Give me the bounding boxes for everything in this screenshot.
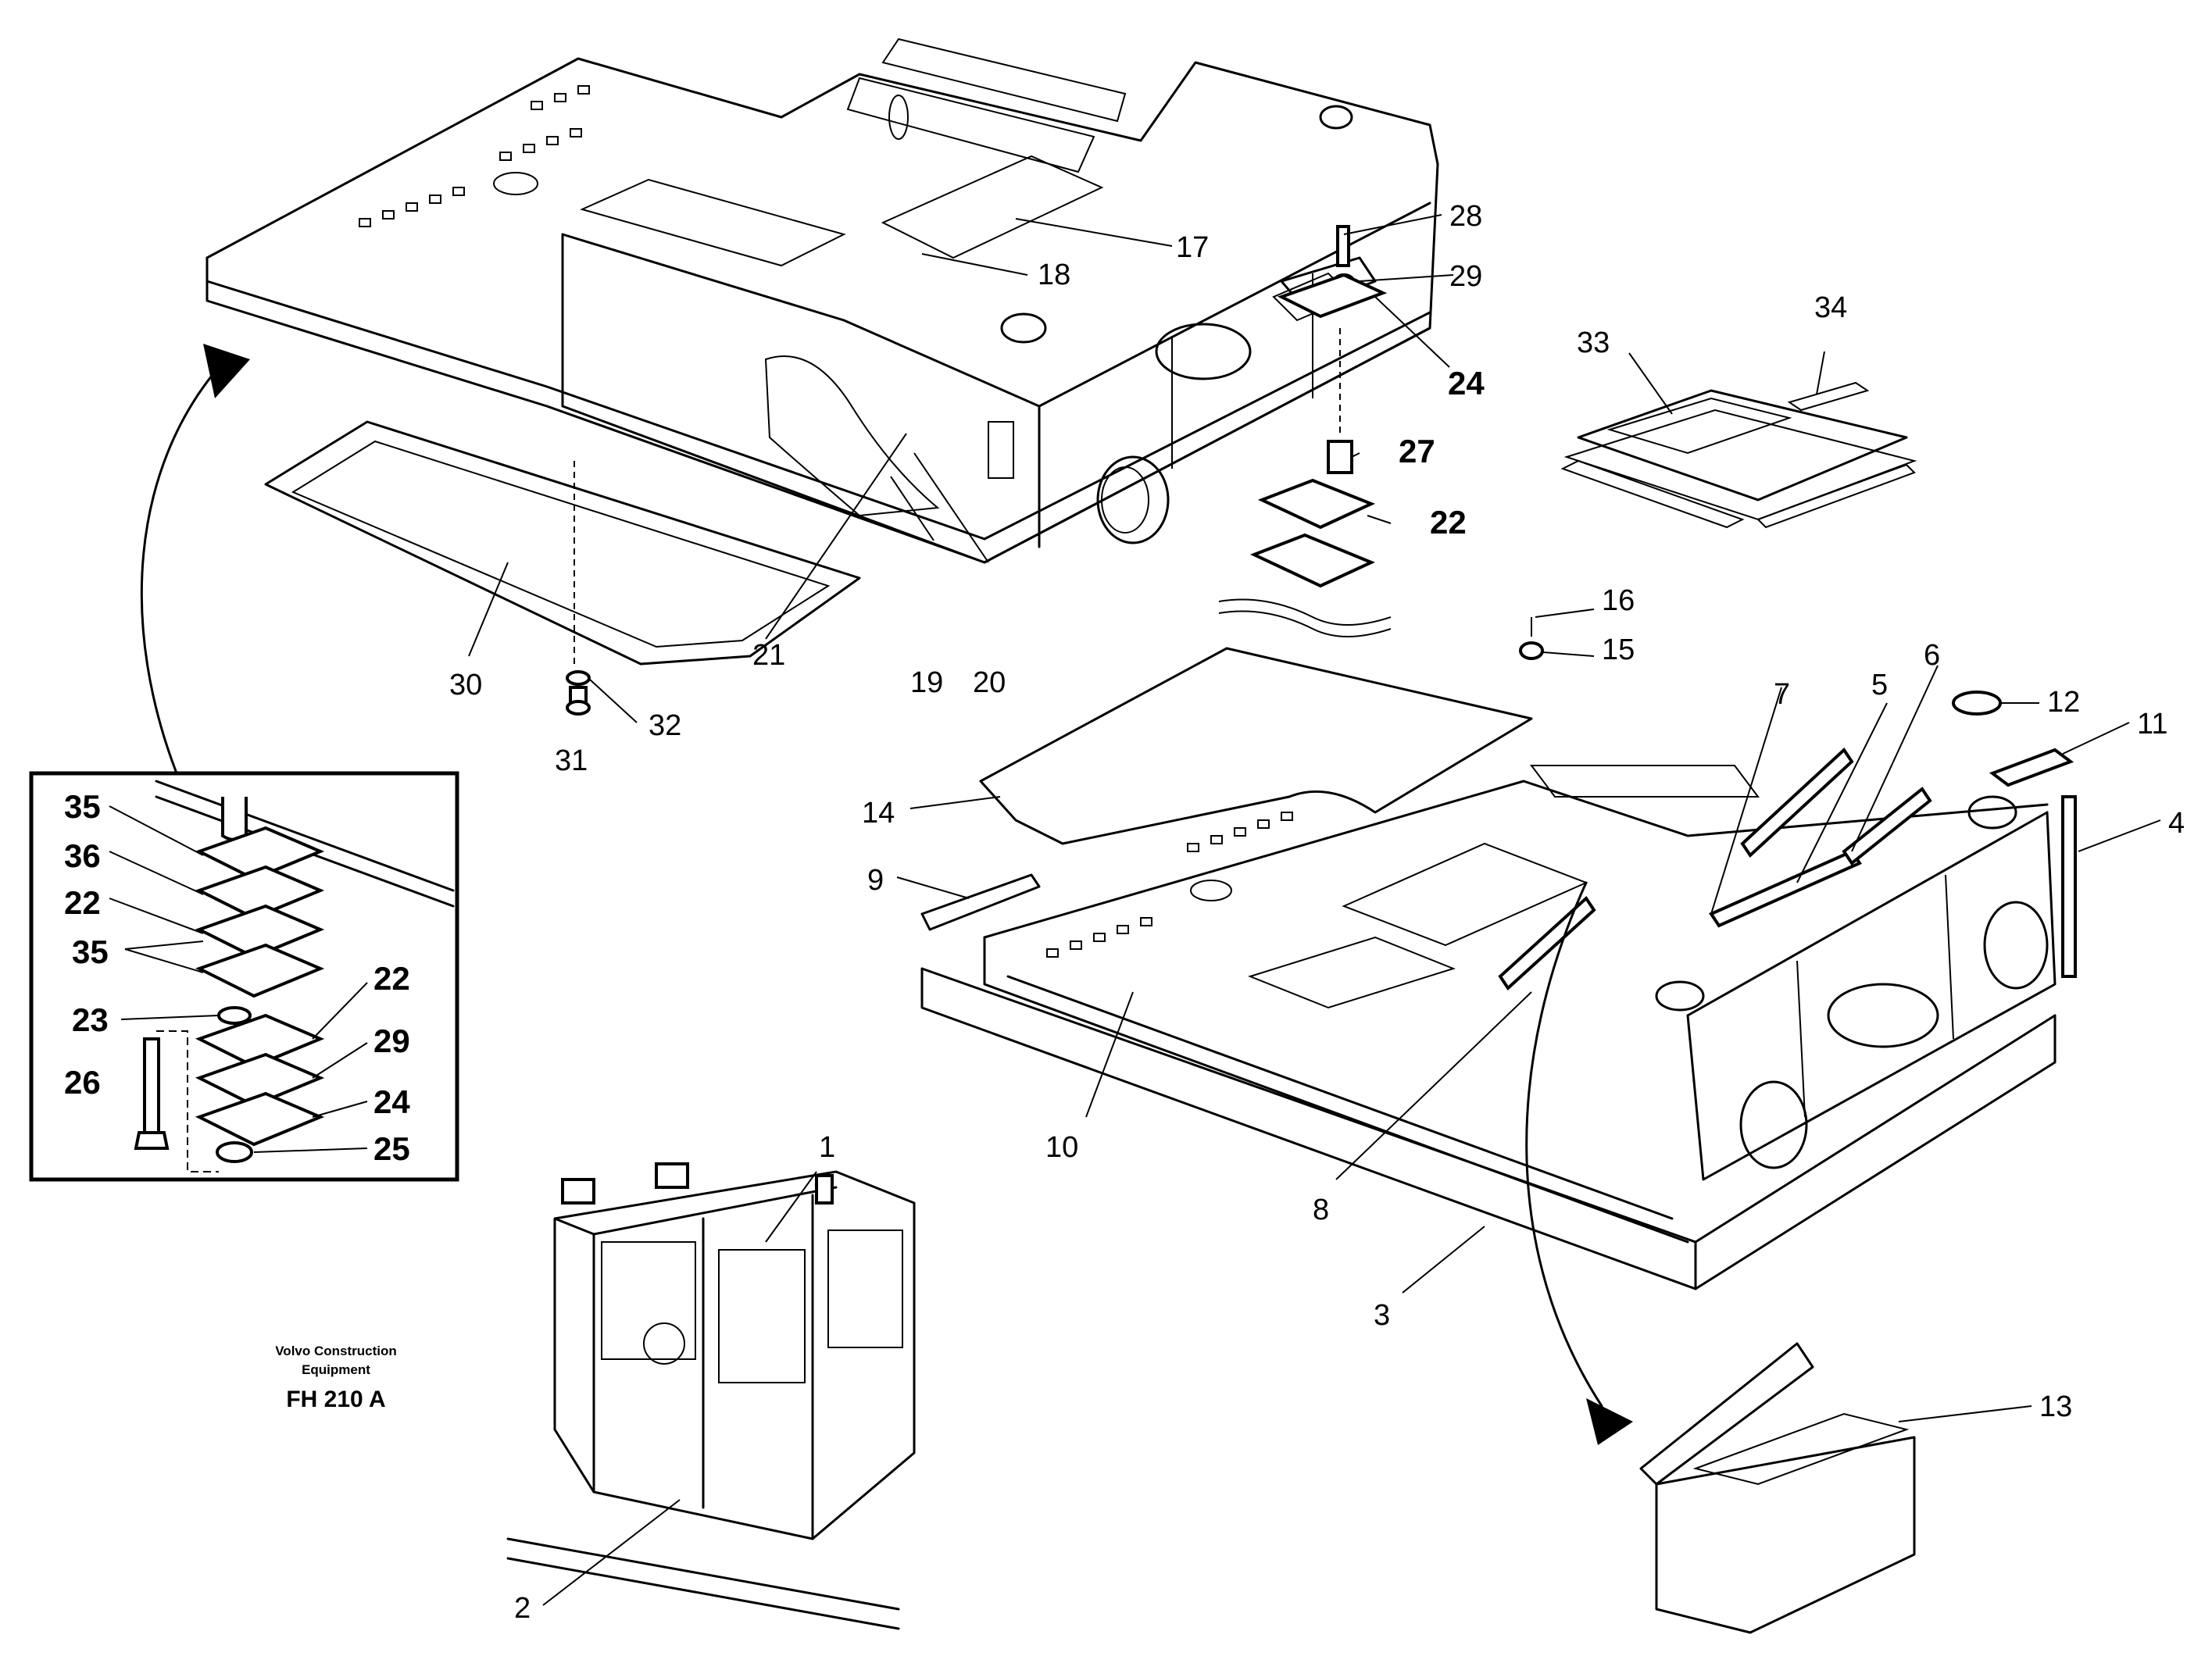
inset-callout-29: 29 <box>373 1023 410 1059</box>
callout-12: 12 <box>2047 686 2081 719</box>
inset-callout-24: 24 <box>373 1083 410 1120</box>
callout-9: 9 <box>867 864 884 897</box>
inset-callout-22-lower: 22 <box>373 960 410 997</box>
callout-34: 34 <box>1814 291 1848 324</box>
callout-16: 16 <box>1602 584 1635 617</box>
callout-29-upper: 29 <box>1449 260 1483 293</box>
callout-30: 30 <box>449 669 483 701</box>
callout-27: 27 <box>1399 433 1435 469</box>
model-designation: FH 210 A <box>286 1387 386 1412</box>
callout-7: 7 <box>1774 678 1791 711</box>
company-name-line2: Equipment <box>302 1362 370 1377</box>
inset-callout-36: 36 <box>64 837 101 874</box>
inset-callout-23: 23 <box>72 1001 109 1038</box>
cab-illustration <box>506 1162 916 1630</box>
floor-plate-33-34 <box>1560 381 1917 529</box>
callout-4: 4 <box>2168 807 2185 840</box>
bolt-31-32 <box>566 461 591 716</box>
inset-callout-35-pair: 35 <box>72 933 109 970</box>
callout-18: 18 <box>1038 259 1071 291</box>
upper-floor-frame <box>205 37 1439 564</box>
callout-10: 10 <box>1045 1131 1079 1164</box>
inset-callout-26: 26 <box>64 1064 101 1101</box>
inset-callout-22: 22 <box>64 884 101 921</box>
callout-19: 19 <box>910 666 944 699</box>
callout-5: 5 <box>1871 669 1889 701</box>
callout-1: 1 <box>819 1131 836 1164</box>
callout-31: 31 <box>555 744 588 777</box>
callout-32: 32 <box>649 709 682 742</box>
callout-6: 6 <box>1924 639 1941 672</box>
callout-24-upper: 24 <box>1448 365 1485 402</box>
lower-cab-frame <box>920 617 2077 1634</box>
callout-17: 17 <box>1176 231 1210 264</box>
callout-14: 14 <box>862 797 895 830</box>
company-name-line1: Volvo Construction <box>275 1344 397 1358</box>
inset-callout-25: 25 <box>373 1130 410 1167</box>
callout-11: 11 <box>2137 708 2168 741</box>
callout-15: 15 <box>1602 633 1635 666</box>
callout-8: 8 <box>1313 1194 1330 1226</box>
inset-callout-35-top: 35 <box>64 788 101 825</box>
callout-33: 33 <box>1577 327 1610 359</box>
seal-frame-30 <box>264 420 861 666</box>
callout-28: 28 <box>1449 200 1483 233</box>
inset-detail-box <box>29 771 459 1182</box>
callout-13: 13 <box>2039 1390 2073 1423</box>
mount-stack-right <box>1218 225 1392 637</box>
leader-lines <box>109 214 2161 1606</box>
callout-22-upper: 22 <box>1430 504 1467 541</box>
callout-3: 3 <box>1374 1299 1391 1332</box>
callout-21: 21 <box>752 639 786 672</box>
callout-2: 2 <box>514 1592 531 1625</box>
callout-20: 20 <box>973 666 1006 699</box>
direction-arrows <box>140 344 1633 1445</box>
